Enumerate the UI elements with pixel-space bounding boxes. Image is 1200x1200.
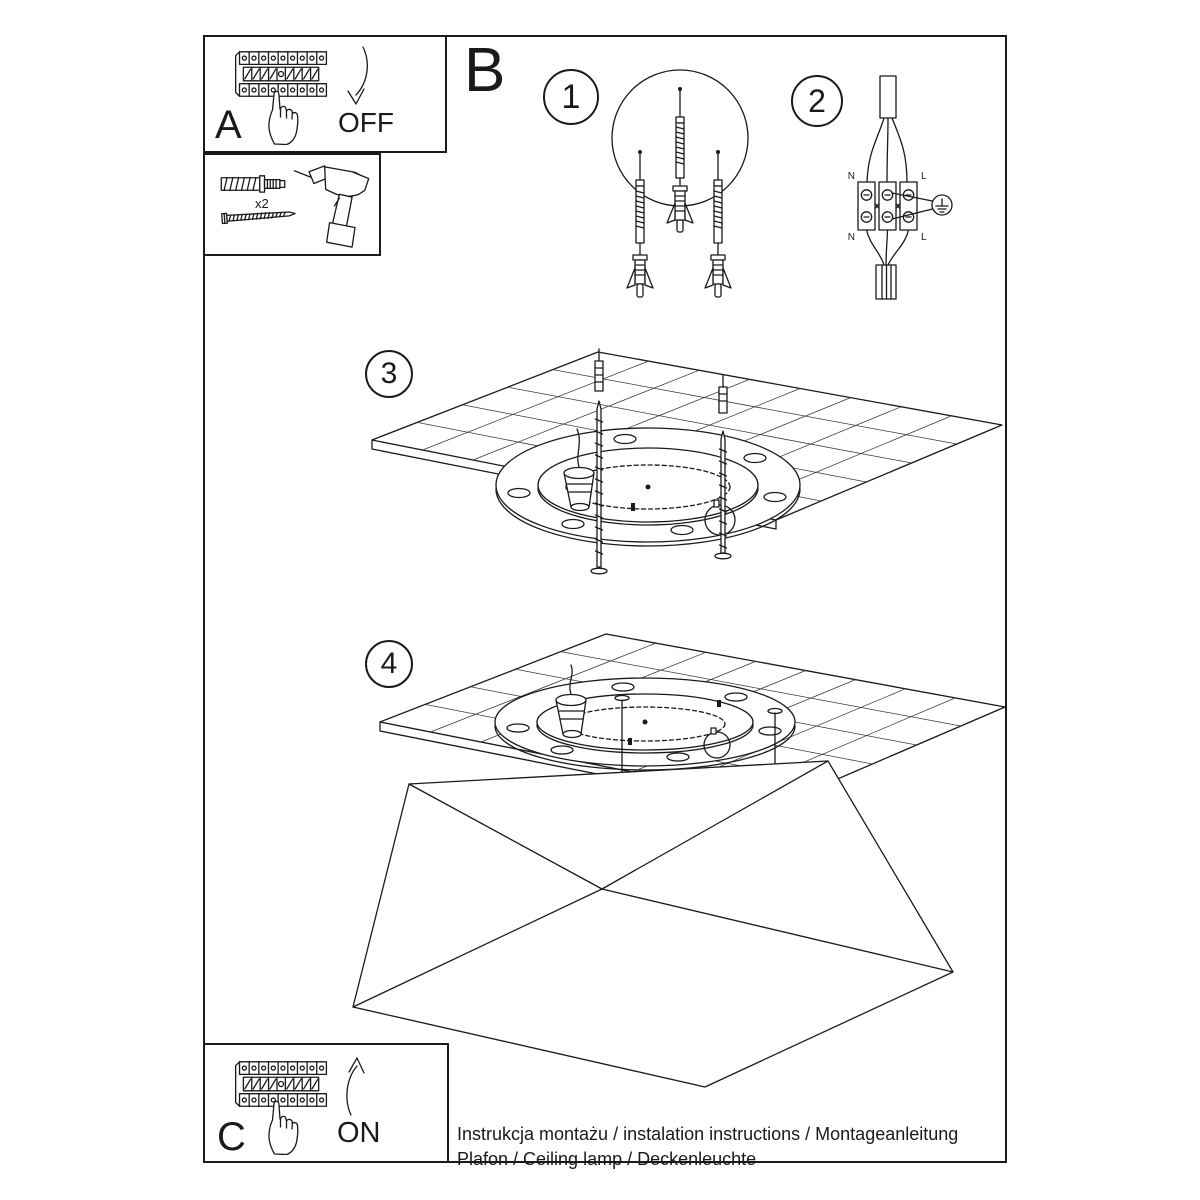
cable-gland	[705, 500, 735, 535]
cable-gland	[704, 728, 730, 758]
anchor-quantity-label: x2	[255, 196, 269, 211]
step-number: 4	[380, 647, 398, 680]
wire-label-neutral-top: N	[848, 171, 855, 182]
screw-icon	[220, 204, 299, 227]
mounting-ring	[495, 678, 795, 770]
screw-anchor-icon	[705, 150, 731, 297]
mounting-screw	[591, 401, 607, 574]
cable-sheath	[880, 76, 896, 118]
shade-mount-illustration	[345, 625, 1010, 1095]
on-label: ON	[337, 1117, 381, 1149]
panel-c-box: C ON	[203, 1043, 449, 1163]
hexagonal-shade	[353, 761, 953, 1087]
shade-fixing-screw	[768, 709, 782, 765]
panel-c-label: C	[217, 1115, 246, 1159]
panel-a-box: A OFF	[203, 35, 447, 153]
anchor-stub	[719, 375, 727, 413]
pointing-hand-icon	[260, 1097, 305, 1155]
footer-line-1: Instrukcja montażu / instalation instruc…	[457, 1124, 959, 1144]
breaker-panel-icon	[231, 47, 333, 103]
section-b-label: B	[464, 36, 506, 105]
anchor-stub	[595, 349, 603, 391]
wall-anchor-icon	[219, 171, 287, 196]
mounting-screw	[715, 431, 731, 559]
arrow-up-icon	[343, 1055, 369, 1117]
tools-box: x2	[203, 153, 381, 256]
lamp-socket	[564, 429, 594, 511]
step-number: 2	[808, 83, 826, 119]
step-number: 1	[561, 78, 581, 116]
screw-anchor-icon	[667, 87, 693, 232]
anchors-illustration	[540, 60, 780, 320]
off-label: OFF	[338, 107, 394, 138]
ceiling-mount-illustration	[365, 335, 1010, 625]
terminal-block	[858, 182, 917, 230]
step-1-badge: 1	[543, 69, 599, 125]
wire-label-live-bottom: L	[921, 232, 927, 243]
earth-symbol-icon	[892, 193, 952, 219]
wiring-illustration: N L N L	[848, 60, 1020, 310]
panel-a-label: A	[215, 103, 242, 147]
breaker-panel-icon	[231, 1057, 333, 1113]
footer-line-2: Plafon / Ceiling lamp / Deckenleuchte	[457, 1149, 757, 1169]
wire-label-live-top: L	[921, 171, 927, 182]
mounting-ring	[496, 428, 800, 546]
step-4-badge: 4	[365, 640, 413, 688]
pointing-hand-icon	[260, 87, 305, 145]
step-2-badge: 2	[791, 75, 843, 127]
shade-fixing-screw	[615, 696, 629, 773]
step-number: 3	[380, 357, 398, 390]
step-3-badge: 3	[365, 350, 413, 398]
wire-label-neutral-bottom: N	[848, 232, 855, 243]
screw-anchor-icon	[627, 150, 653, 297]
arrow-down-icon	[343, 45, 369, 107]
drill-icon	[291, 161, 375, 251]
lamp-socket	[556, 665, 586, 738]
